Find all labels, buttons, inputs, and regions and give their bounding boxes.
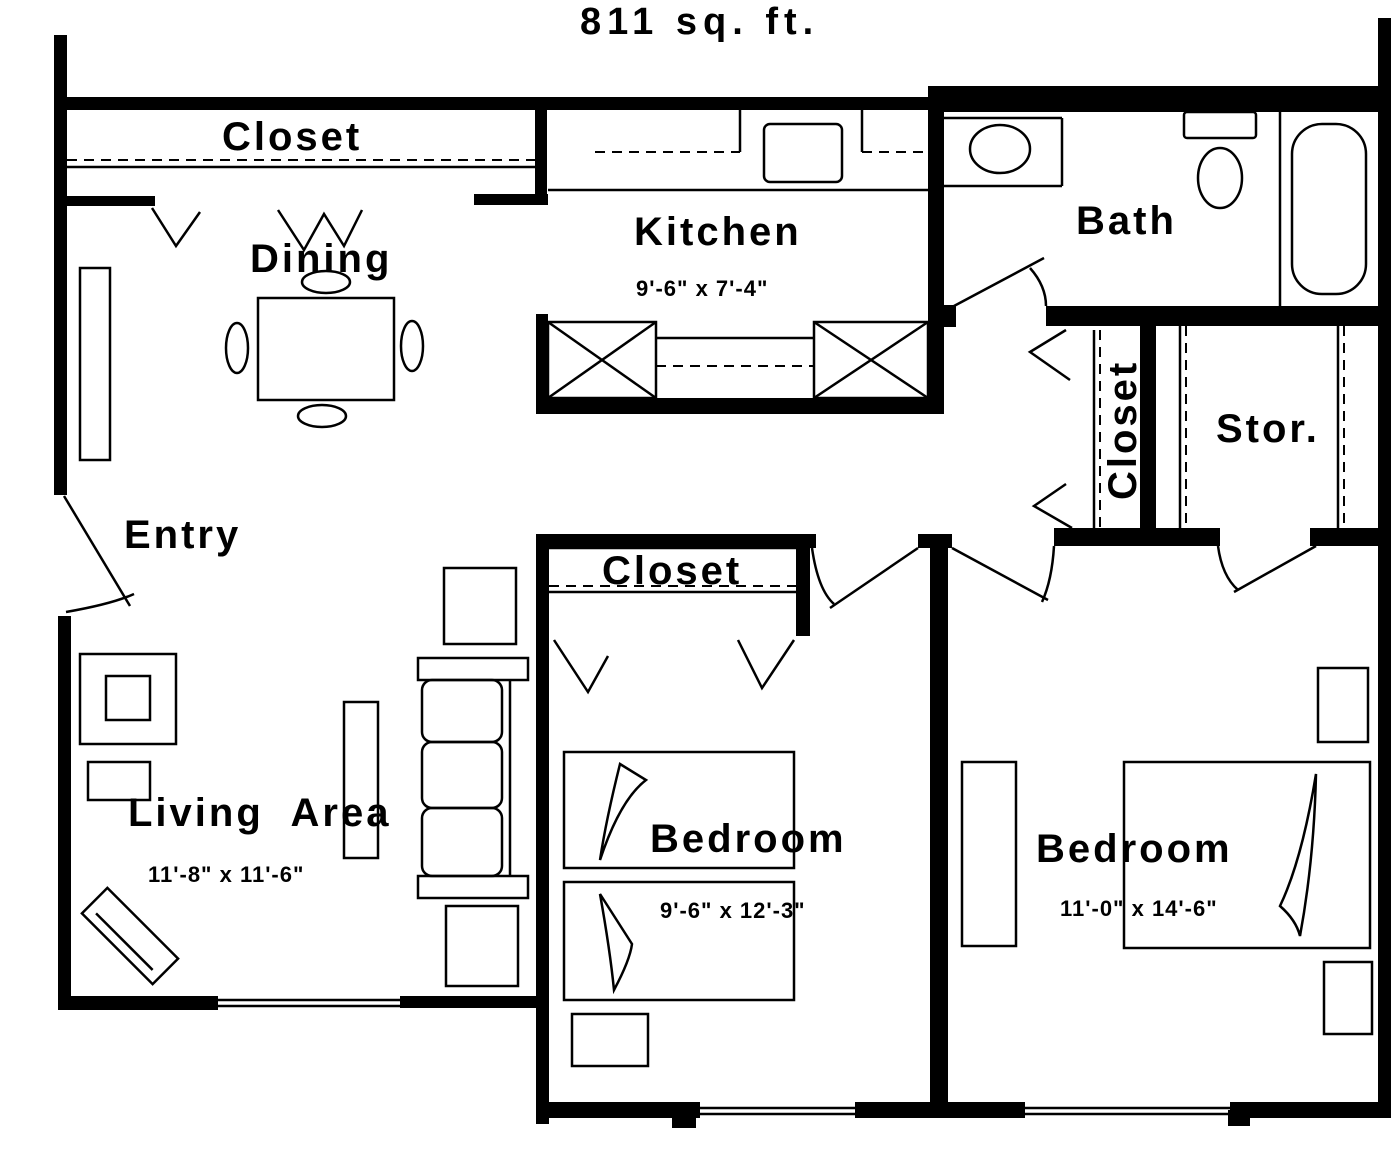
dining-set [78,266,425,462]
storage-label: Stor. [1216,407,1320,451]
doors [62,207,1317,695]
dining-label: Dining [250,237,392,281]
closet-top-label: Closet [222,115,362,159]
area-label: 811 sq. ft. [580,1,819,43]
closet-bedroom-label: Closet [602,549,742,593]
bedroom2-label: Bedroom [1036,827,1233,871]
bedroom2-dim-label: 11'-0" x 14'-6" [1060,896,1218,921]
bedroom1-label: Bedroom [650,817,847,861]
kitchen-fixtures [546,110,930,400]
bath-label: Bath [1076,199,1177,243]
bedroom1-dim-label: 9'-6" x 12'-3" [660,898,806,923]
windows [218,998,1230,1116]
entry-label: Entry [124,513,241,557]
closet-hall-label: Closet [1101,360,1145,500]
kitchen-label: Kitchen [634,210,802,254]
walls [54,18,1391,1128]
closet-bedroom [549,546,796,594]
closet-hall [1092,326,1345,528]
kitchen-dim-label: 9'-6" x 7'-4" [636,276,768,301]
living-dim-label: 11'-8" x 11'-6" [148,862,304,887]
living-furniture [78,566,530,988]
bedroom2-furniture [960,666,1374,1036]
bedroom1-furniture [562,750,796,1068]
closet-top [67,159,535,169]
living-label: Living Area [128,791,391,835]
bath-fixtures [944,110,1368,306]
